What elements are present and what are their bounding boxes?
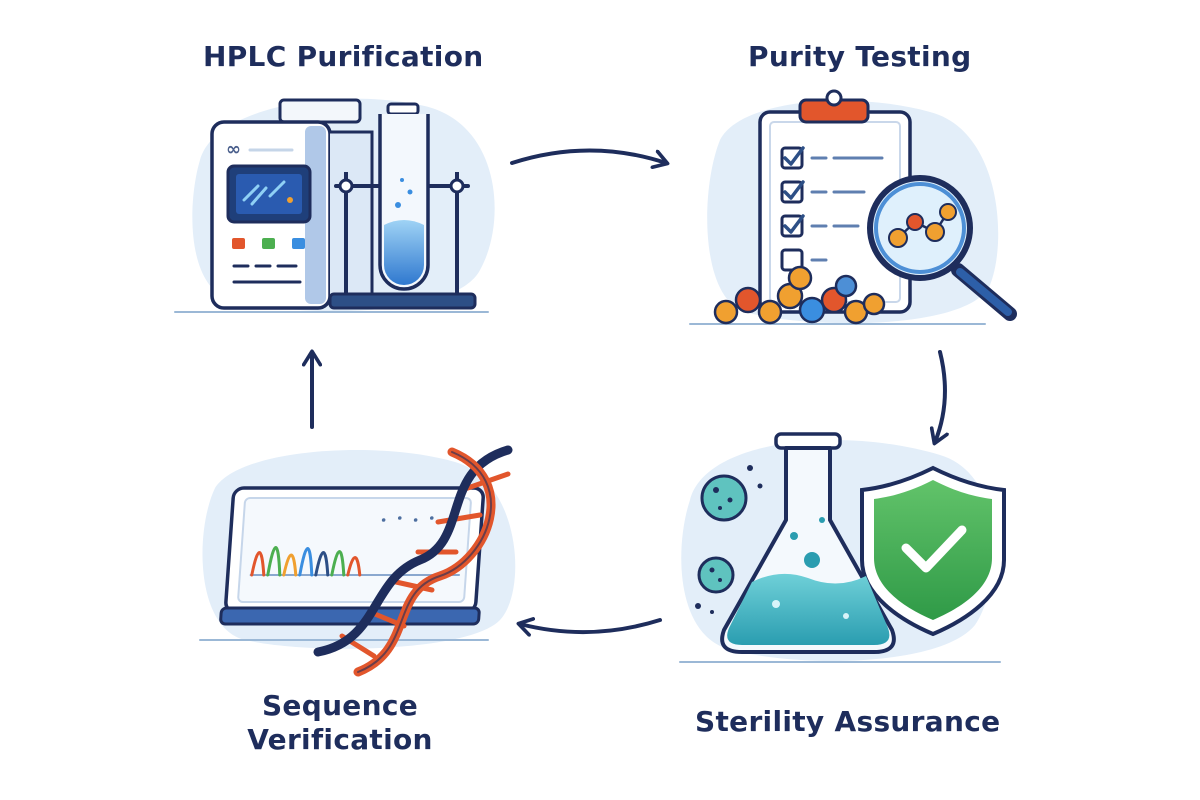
- sterility-assurance-title: Sterility Assurance: [695, 705, 1001, 738]
- arrow-sterility-to-sequence-icon: [520, 620, 662, 632]
- sequence-verification-line1: Sequence: [261, 689, 419, 722]
- clipboard-magnifier-icon: [689, 89, 1017, 325]
- sequence-verification-title: Sequence Verification: [220, 689, 460, 757]
- hplc-machine-icon: ∞: [174, 98, 495, 313]
- svg-text:∞: ∞: [226, 139, 241, 160]
- arrow-hplc-to-purity-icon: [510, 148, 666, 164]
- arrow-purity-to-sterility-icon: [935, 350, 945, 442]
- sequence-verification-line2: Verification: [247, 723, 433, 756]
- dna-chromatogram-icon: [199, 445, 516, 677]
- flask-shield-icon: [679, 432, 1006, 663]
- purity-testing-title: Purity Testing: [748, 40, 972, 73]
- hplc-purification-title: HPLC Purification: [203, 40, 484, 73]
- flow-arrows: [312, 148, 945, 633]
